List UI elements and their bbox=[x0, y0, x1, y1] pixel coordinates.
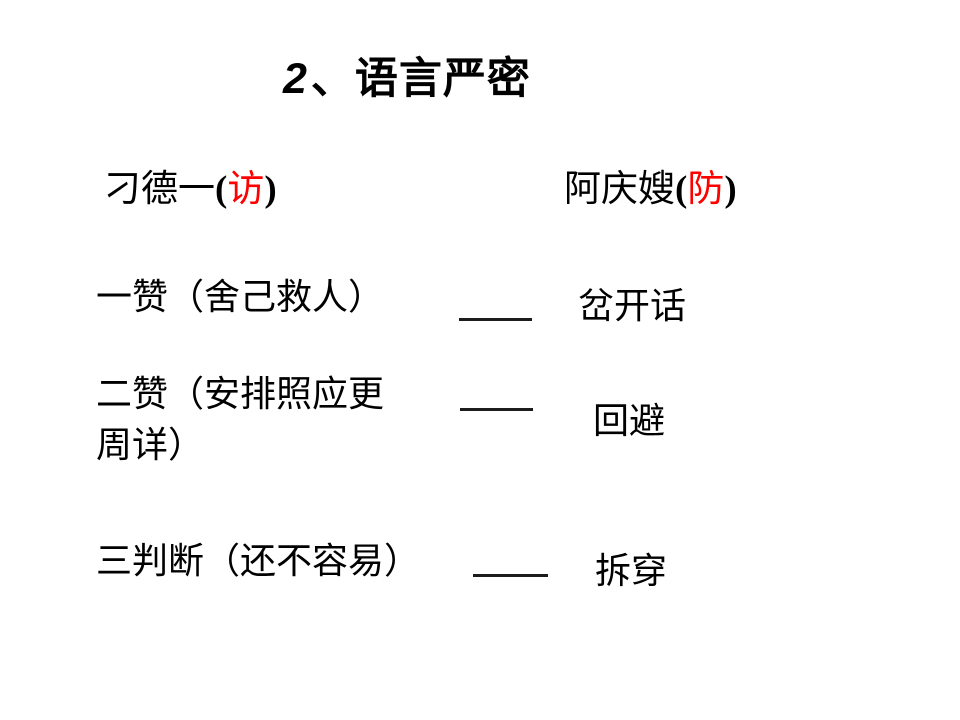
right-paren-open: ( bbox=[675, 169, 688, 210]
title-text: 、语言严密 bbox=[310, 55, 531, 103]
blank-line-2 bbox=[460, 408, 533, 411]
row-1-left-text: 一赞（舍己救人） bbox=[96, 272, 384, 323]
right-highlight-char: 防 bbox=[687, 169, 725, 210]
row-3-left-line-1: 三判断（还不容易） bbox=[96, 541, 421, 581]
row-1-left-line-1: 一赞（舍己救人） bbox=[96, 277, 385, 317]
left-column-header: 刁德一(访) bbox=[104, 166, 277, 214]
left-paren-close: ) bbox=[264, 169, 277, 210]
right-column-header: 阿庆嫂(防) bbox=[564, 166, 737, 214]
left-paren-open: ( bbox=[215, 169, 228, 210]
blank-line-1 bbox=[459, 318, 532, 321]
row-3-left-text: 三判断（还不容易） bbox=[96, 536, 420, 587]
row-2-left-text: 二赞（安排照应更 周详） bbox=[96, 369, 384, 471]
row-2-right-text: 回避 bbox=[593, 401, 666, 441]
title-number: 2 bbox=[283, 55, 308, 103]
left-character-name: 刁德一 bbox=[104, 169, 215, 210]
row-1-right-text: 岔开话 bbox=[578, 286, 687, 326]
slide-title: 2、语言严密 bbox=[283, 54, 531, 106]
right-character-name: 阿庆嫂 bbox=[564, 169, 675, 210]
right-paren-close: ) bbox=[724, 169, 737, 210]
row-2-left-line-1: 二赞（安排照应更 bbox=[96, 374, 385, 414]
blank-line-3 bbox=[473, 574, 548, 577]
row-3-right-text: 拆穿 bbox=[595, 551, 668, 591]
left-highlight-char: 访 bbox=[227, 169, 265, 210]
row-2-left-line-2: 周详） bbox=[96, 425, 205, 465]
